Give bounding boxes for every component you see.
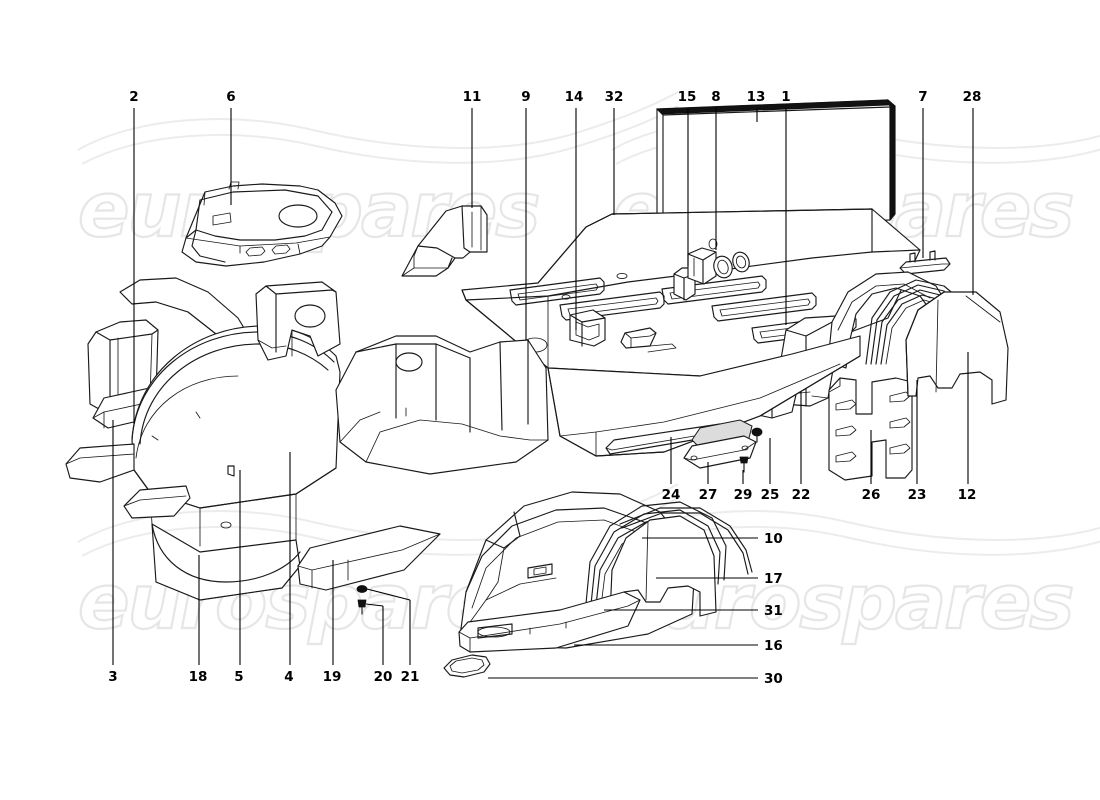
part-28-rear-wheel-arch — [827, 271, 1009, 405]
part-9-flange-plate — [620, 327, 677, 353]
callout-27: 27 — [699, 487, 718, 503]
part-14-square-tube-mount — [569, 309, 606, 347]
callout-28: 28 — [963, 89, 982, 105]
part-4-hinge-post-bracket — [255, 281, 341, 361]
callout-16: 16 — [764, 638, 783, 654]
callout-19: 19 — [323, 669, 342, 685]
callout-26: 26 — [862, 487, 881, 503]
callout-number-layer: 2 6 11 9 14 32 15 8 13 1 7 28 3 18 5 4 1… — [108, 89, 981, 687]
part-20-bolt-fastener — [357, 599, 384, 615]
callout-14: 14 — [565, 89, 584, 105]
part-15-seat-belt-bracket — [673, 247, 717, 301]
part-17-front-inner-arch-assembly — [443, 491, 753, 678]
callout-6: 6 — [226, 89, 235, 105]
main-floor-sheet — [547, 335, 861, 457]
part-6-bulkhead-cover — [181, 181, 343, 267]
callout-2: 2 — [129, 89, 138, 105]
callout-29: 29 — [734, 487, 753, 503]
louvre-slots — [835, 391, 911, 463]
callout-32: 32 — [605, 89, 624, 105]
part-25-stud-fastener — [751, 427, 763, 443]
callout-4: 4 — [284, 669, 293, 685]
callout-18: 18 — [189, 669, 208, 685]
callout-12: 12 — [958, 487, 977, 503]
part-8-tubular-sleeve — [708, 238, 750, 279]
callout-3: 3 — [108, 669, 117, 685]
callout-21: 21 — [401, 669, 420, 685]
callout-13: 13 — [747, 89, 766, 105]
callout-17: 17 — [764, 571, 783, 587]
part-29-bolt-fastener — [739, 456, 749, 473]
callout-24: 24 — [662, 487, 681, 503]
seat-rail-slots — [509, 275, 857, 344]
part-27-battery-tray — [683, 419, 757, 469]
part-21-washer-fastener — [356, 585, 411, 601]
callout-9: 9 — [521, 89, 530, 105]
part-13-rear-bulkhead-panel — [655, 98, 896, 223]
callout-10: 10 — [764, 531, 783, 547]
leader-line-layer — [112, 108, 974, 679]
callout-25: 25 — [761, 487, 780, 503]
callout-31: 31 — [764, 603, 783, 619]
callout-5: 5 — [234, 669, 243, 685]
callout-22: 22 — [792, 487, 811, 503]
part-26-perforated-inner-panel — [828, 377, 913, 481]
callout-1: 1 — [781, 89, 790, 105]
callout-15: 15 — [678, 89, 697, 105]
callout-23: 23 — [908, 487, 927, 503]
part-11-mounting-bracket — [401, 205, 488, 277]
callout-20: 20 — [374, 669, 393, 685]
centre-tunnel-structure — [335, 335, 549, 475]
callout-30: 30 — [764, 671, 783, 687]
callout-7: 7 — [918, 89, 927, 105]
callout-8: 8 — [711, 89, 720, 105]
callout-11: 11 — [463, 89, 482, 105]
